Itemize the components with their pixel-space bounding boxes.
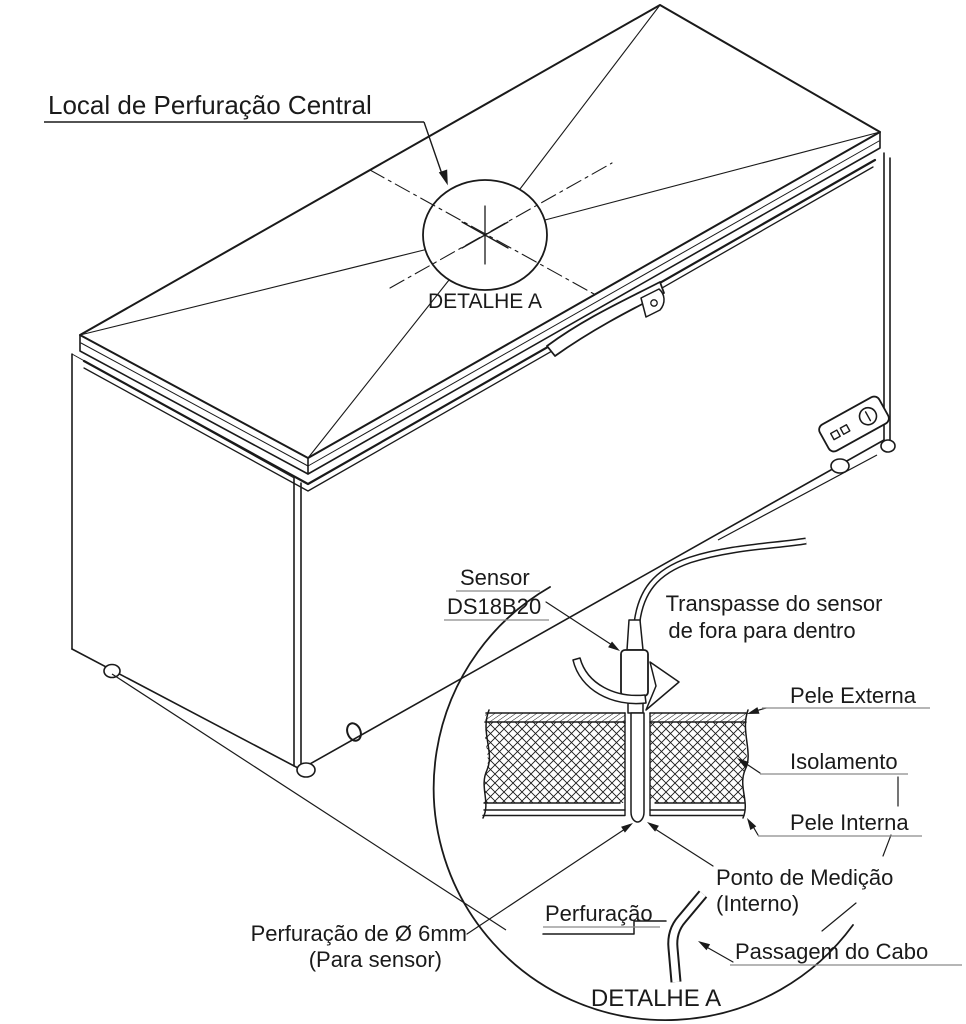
foot-back-left xyxy=(103,663,121,679)
wall-cross-section xyxy=(482,709,749,823)
outer-skin-label: Pele Externa xyxy=(790,683,917,708)
drill-spec-label-line2: (Para sensor) xyxy=(309,947,442,972)
sensor-label-line1: Sensor xyxy=(460,565,530,590)
callout-arrowhead xyxy=(438,169,448,186)
inner-skin-arrowhead xyxy=(747,818,757,830)
section-connector-line-right xyxy=(717,454,878,541)
box-rim-line-2 xyxy=(83,166,874,492)
indicator-light-2 xyxy=(839,424,851,435)
break-line-left xyxy=(482,709,491,819)
sensor-tube-through-hole xyxy=(630,712,645,823)
transpasse-label-line1: Transpasse do sensor xyxy=(666,591,883,616)
control-panel xyxy=(818,395,890,453)
drilling-label: Perfuração xyxy=(545,901,653,926)
section-connector-line-left xyxy=(111,673,507,931)
drill-spec-arrowhead xyxy=(621,823,633,833)
indicator-light-1 xyxy=(829,429,841,441)
diagram-labels: Local de Perfuração Central DETALHE A Se… xyxy=(48,90,928,1012)
label-leaders xyxy=(466,601,899,963)
outer-skin-hatch-right xyxy=(650,713,746,722)
lid-handle xyxy=(546,281,665,357)
detail-bubble-arc xyxy=(432,586,854,1021)
insertion-rotation-arrow xyxy=(572,657,680,711)
label-underlines xyxy=(444,590,962,966)
foot-front-left xyxy=(296,762,316,778)
insulation-foam-right xyxy=(650,722,747,803)
box-rim-line-1 xyxy=(82,158,877,486)
measuring-point-leader xyxy=(651,826,714,867)
box-front-left-vertical-edge xyxy=(293,477,302,770)
inner-skin-label: Pele Interna xyxy=(790,810,909,835)
detail-circle-center-mark xyxy=(461,205,509,265)
insulation-arrowhead xyxy=(737,758,749,768)
measuring-point-label-line2: (Interno) xyxy=(716,891,799,916)
drilled-hole-walls xyxy=(624,712,651,816)
drill-location-label: Local de Perfuração Central xyxy=(48,90,372,120)
cable-passage-arrowhead xyxy=(698,941,711,951)
drill-location-callout xyxy=(44,121,448,186)
freezer-isometric-view xyxy=(71,4,896,778)
sensor-underline xyxy=(444,590,549,621)
detail-circle-marker xyxy=(422,179,548,291)
transpasse-label-line2: de fora para dentro xyxy=(668,618,855,643)
callout-leader-line xyxy=(423,121,444,178)
bracket-segment-slash-2 xyxy=(821,902,857,932)
sensor-arrowhead xyxy=(608,641,620,651)
foot-front-right xyxy=(830,458,850,474)
lid-centerlines xyxy=(369,162,613,295)
insulation-foam-left xyxy=(483,722,625,803)
detail-bubble xyxy=(432,537,854,1021)
sensor-cable-core xyxy=(635,539,807,623)
drill-spec-label-line1: Perfuração de Ø 6mm xyxy=(251,921,467,946)
measuring-point-label-line1: Ponto de Medição xyxy=(716,865,893,890)
detail-marker-label: DETALHE A xyxy=(428,290,542,313)
cable-passage-leader xyxy=(702,944,734,963)
sensor-label-line2: DS18B20 xyxy=(447,594,541,619)
foot-right-corner xyxy=(880,439,896,453)
box-right-vertical-edge xyxy=(883,152,891,443)
break-line-right xyxy=(741,709,749,819)
thermostat-knob xyxy=(858,406,878,426)
bracket-segment-slash-1 xyxy=(882,834,892,857)
box-left-face-top-edge xyxy=(71,353,295,479)
drill-spec-leader xyxy=(466,826,629,935)
measuring-point-arrowhead xyxy=(647,822,659,832)
detail-title-label: DETALHE A xyxy=(591,985,721,1012)
cable-passage-label: Passagem do Cabo xyxy=(735,939,928,964)
outer-skin-hatch xyxy=(485,713,625,722)
insulation-label: Isolamento xyxy=(790,749,898,774)
drain-hole xyxy=(346,722,362,742)
lid-diagonal-lines xyxy=(79,4,881,459)
sensor-leader xyxy=(545,601,616,648)
outer-skin-arrowhead xyxy=(747,707,760,714)
